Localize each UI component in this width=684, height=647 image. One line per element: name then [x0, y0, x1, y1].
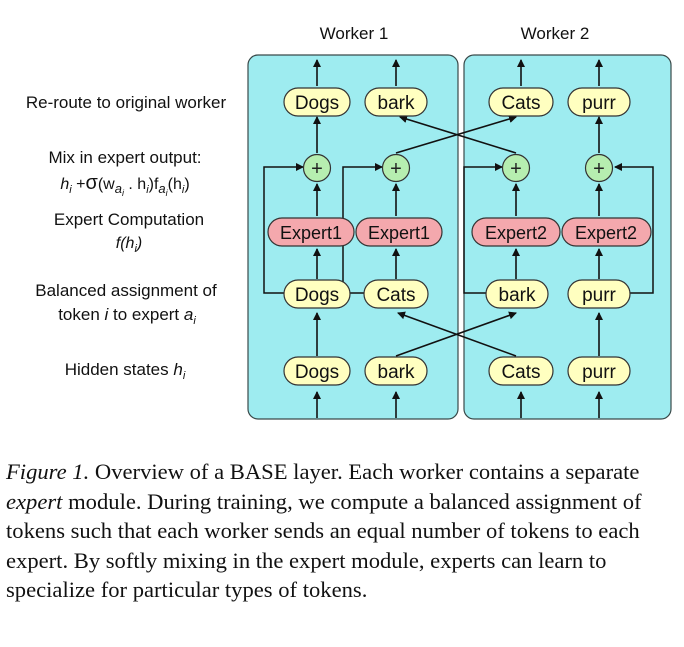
output-arrows: [313, 59, 603, 86]
expert-box-label: Expert1: [368, 223, 430, 243]
hidden-token: [488, 356, 554, 386]
expert-box-label: Expert2: [575, 223, 637, 243]
output-token-label: Cats: [501, 93, 540, 114]
output-token: [364, 87, 428, 117]
worker-1-title: Worker 1: [320, 24, 389, 43]
worker-2-title: Worker 2: [521, 24, 590, 43]
hidden-row: Dogs bark Cats purr: [283, 356, 631, 386]
output-row: Dogs bark Cats purr: [283, 87, 631, 117]
caption-text-1: Overview of a BASE layer. Each worker co…: [89, 459, 640, 484]
expert-box: [267, 217, 355, 247]
plus-node: [302, 153, 332, 183]
caption-figure-label: Figure 1.: [6, 459, 90, 484]
assignment-arrows: [313, 311, 603, 357]
hidden-token-label: purr: [582, 362, 616, 383]
assigned-token: [363, 279, 429, 309]
plus-node-label: +: [510, 158, 522, 180]
output-token: [567, 87, 631, 117]
expert-box-label: Expert2: [485, 223, 547, 243]
expert-box: [561, 217, 652, 247]
assigned-token: [485, 279, 549, 309]
plus-node: [381, 153, 411, 183]
caption-text-2: module. During training, we compute a ba…: [6, 488, 642, 603]
hidden-token: [364, 356, 428, 386]
expert-box: [355, 217, 443, 247]
mix-row: + + + +: [302, 153, 614, 183]
output-token-label: bark: [378, 93, 415, 114]
assigned-token-label: purr: [582, 285, 616, 306]
hidden-token-label: Cats: [501, 362, 540, 383]
label-balanced-line2: token i to expert ai: [58, 305, 196, 327]
label-hidden: Hidden states hi: [65, 360, 186, 382]
assigned-token: [283, 279, 351, 309]
plus-node: [584, 153, 614, 183]
hidden-token-label: bark: [378, 362, 415, 383]
assigned-row: Dogs Cats bark purr: [283, 279, 631, 309]
label-reroute: Re-route to original worker: [26, 93, 227, 112]
plus-node-label: +: [390, 158, 402, 180]
caption-expert-word: expert: [6, 488, 63, 514]
output-token-label: Dogs: [295, 93, 339, 114]
plus-node-label: +: [311, 158, 323, 180]
input-arrows: [313, 391, 603, 418]
expert-box: [471, 217, 561, 247]
expert-input-arrows: [313, 248, 603, 279]
assigned-token: [567, 279, 631, 309]
output-token: [283, 87, 351, 117]
reroute-arrows: [313, 115, 603, 154]
assigned-token-label: bark: [499, 285, 536, 306]
figure-caption: Figure 1. Overview of a BASE layer. Each…: [6, 457, 674, 605]
label-mix: Mix in expert output:: [48, 148, 201, 167]
hidden-token: [567, 356, 631, 386]
label-expert-fn: f(hi): [116, 235, 142, 255]
label-mix-formula: hi +σ(wai . hi)fai(hi): [60, 172, 189, 198]
expert-row: Expert1 Expert1 Expert2 Expert2: [267, 217, 652, 247]
output-token-label: purr: [582, 93, 616, 114]
hidden-token-label: Dogs: [295, 362, 339, 383]
expert-box-label: Expert1: [280, 223, 342, 243]
label-balanced: Balanced assignment of: [35, 281, 217, 300]
hidden-token: [283, 356, 351, 386]
plus-node: [501, 153, 531, 183]
label-expert-computation: Expert Computation: [54, 210, 204, 229]
assigned-token-label: Dogs: [295, 285, 339, 306]
plus-node-label: +: [593, 158, 605, 180]
output-token: [488, 87, 554, 117]
assigned-token-label: Cats: [376, 285, 415, 306]
expert-output-arrows: [313, 183, 603, 216]
